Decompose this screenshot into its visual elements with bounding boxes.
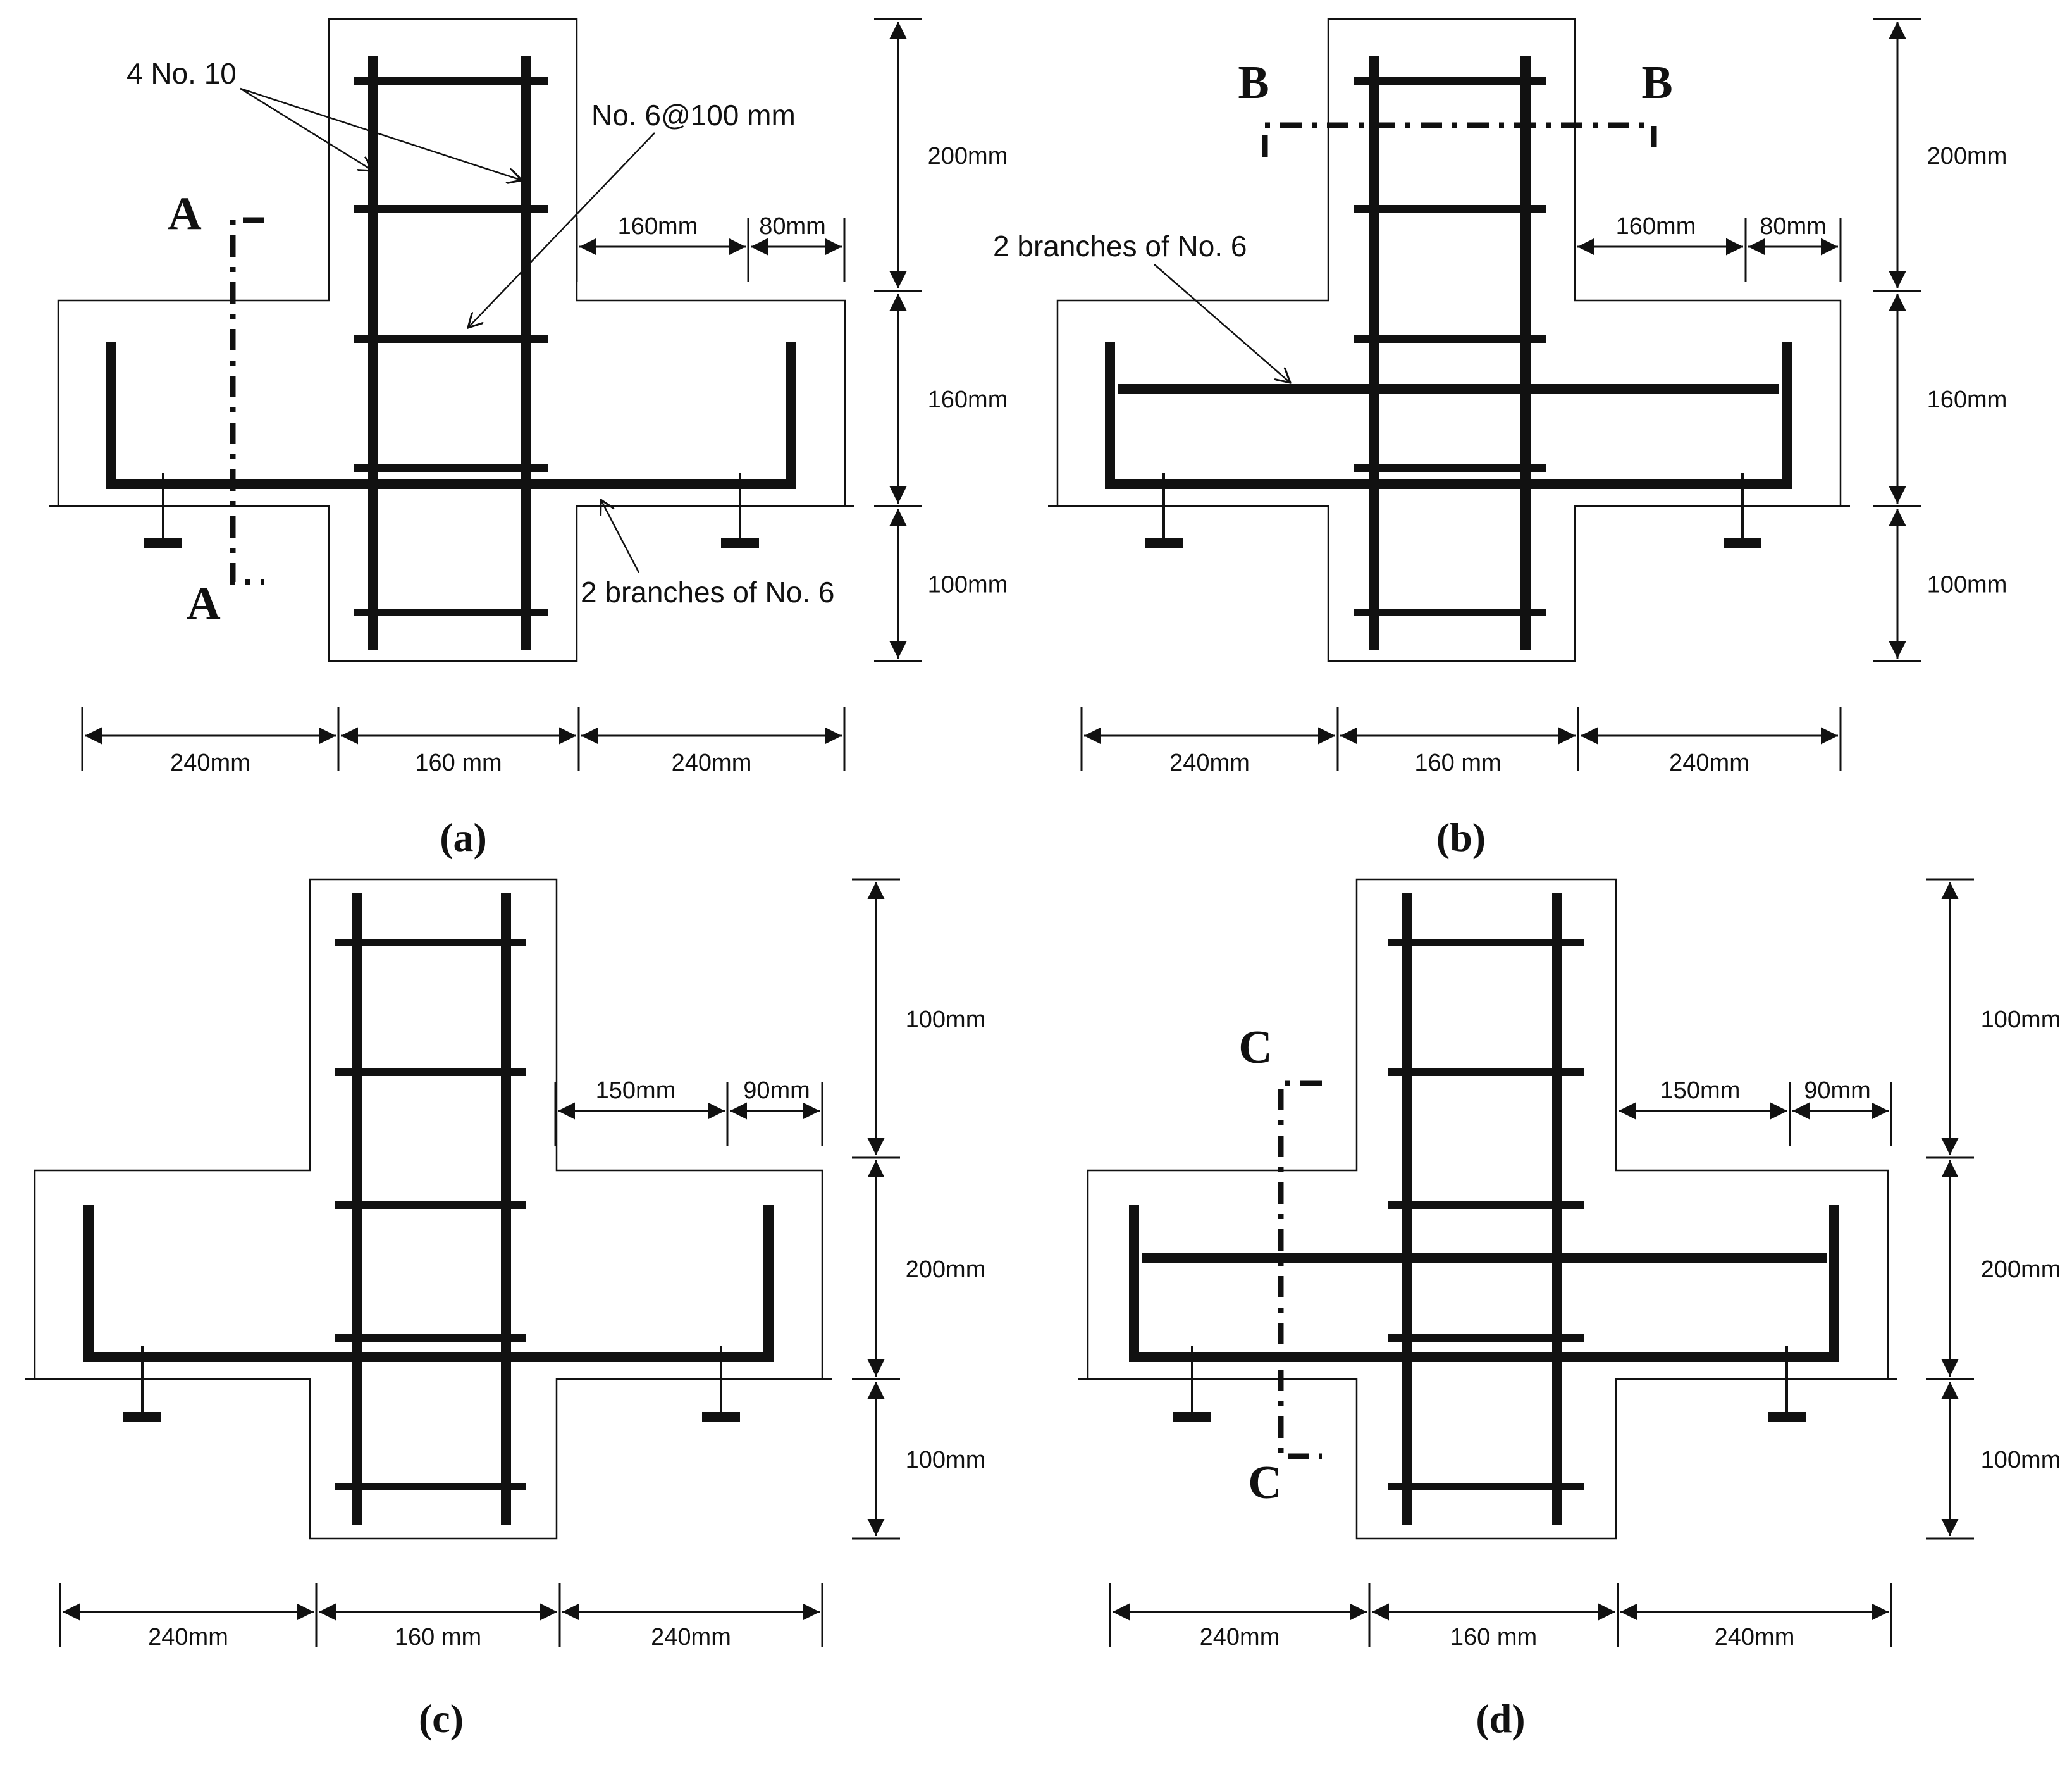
annotation-longitudinal-bars: 4 No. 10 [126, 57, 237, 90]
section-cut-line-b [1262, 122, 1657, 157]
dim-label-flange-a: 160mm [618, 213, 698, 240]
beam-u-bar [1105, 342, 1792, 489]
dim-label-v-mid: 200mm [1981, 1256, 2061, 1283]
leader-line [240, 87, 522, 180]
dim-label-v-mid: 160mm [928, 387, 1008, 413]
section-cut-line-a [230, 217, 264, 585]
dim-label-h-mid: 160 mm [395, 1624, 481, 1650]
dim-label-flange-a: 160mm [1616, 213, 1696, 240]
panel-caption: (b) [1436, 815, 1486, 860]
dim-label-h-right: 240mm [672, 750, 752, 776]
panel-b: 200mm 160mm 100mm 240mm 160 mm 240mm 160mm 80mm… [993, 18, 2007, 860]
dim-label-h-left: 240mm [148, 1624, 228, 1650]
dim-label-flange-b: 90mm [1804, 1077, 1871, 1104]
leader-line [601, 500, 640, 573]
beam-u-bar [106, 342, 796, 489]
leader-line [1154, 264, 1290, 383]
concrete-outline [1056, 18, 1842, 662]
dim-label-h-right: 240mm [1715, 1624, 1795, 1650]
dim-label-v-bot: 100mm [1981, 1447, 2061, 1473]
dim-label-h-mid: 160 mm [415, 750, 502, 776]
beam-u-bar [83, 1205, 774, 1362]
section-label-b-left: B [1238, 57, 1269, 109]
dim-label-v-top: 100mm [1981, 1006, 2061, 1033]
panel-d: 100mm 200mm 100mm 240mm 160 mm 240mm 150mm 90mm… [1078, 878, 2061, 1741]
beam-u-bar [1129, 1205, 1839, 1362]
dim-label-v-mid: 160mm [1927, 387, 2007, 413]
dim-label-v-top: 200mm [1927, 143, 2007, 170]
section-label-a-bottom: A [187, 578, 220, 629]
panel-caption: (c) [419, 1696, 464, 1741]
dim-label-h-left: 240mm [1200, 1624, 1280, 1650]
concrete-outline [34, 878, 823, 1540]
section-label-a-top: A [168, 188, 201, 240]
dim-label-v-bot: 100mm [928, 572, 1008, 598]
dim-label-h-left: 240mm [1169, 750, 1250, 776]
dim-label-v-top: 200mm [928, 143, 1008, 170]
concrete-outline [57, 18, 846, 662]
concrete-outline [1087, 878, 1889, 1540]
panel-c: 100mm 200mm 100mm 240mm 160 mm 240mm 150mm 90mm… [25, 878, 986, 1741]
dim-label-h-mid: 160 mm [1450, 1624, 1537, 1650]
annotation-stirrup-spacing: No. 6@100 mm [591, 99, 796, 132]
panel-caption: (a) [440, 815, 487, 860]
dim-label-flange-b: 90mm [743, 1077, 810, 1104]
dim-label-flange-a: 150mm [1660, 1077, 1741, 1104]
section-label-b-right: B [1641, 57, 1672, 109]
dim-label-h-mid: 160 mm [1414, 750, 1501, 776]
dim-label-v-mid: 200mm [906, 1256, 986, 1283]
dim-label-v-bot: 100mm [1927, 572, 2007, 598]
dim-label-flange-b: 80mm [1760, 213, 1827, 240]
dim-label-v-bot: 100mm [906, 1447, 986, 1473]
annotation-bottom-bar: 2 branches of No. 6 [581, 576, 834, 609]
dim-label-h-left: 240mm [170, 750, 250, 776]
dim-label-h-right: 240mm [1669, 750, 1749, 776]
dim-label-flange-b: 80mm [759, 213, 826, 240]
section-label-c-bottom: C [1248, 1457, 1281, 1509]
annotation-middle-bar: 2 branches of No. 6 [993, 230, 1247, 263]
section-label-c-top: C [1238, 1022, 1272, 1074]
leader-line [240, 87, 373, 171]
leader-line [468, 132, 655, 328]
dim-label-v-top: 100mm [906, 1006, 986, 1033]
section-cut-line-c [1278, 1080, 1322, 1459]
panel-a: 200mm 160mm 100mm 240mm 160 mm 240mm 160mm 80mm… [49, 18, 1008, 860]
dim-label-h-right: 240mm [651, 1624, 731, 1650]
dim-label-flange-a: 150mm [596, 1077, 676, 1104]
panel-caption: (d) [1476, 1696, 1525, 1741]
